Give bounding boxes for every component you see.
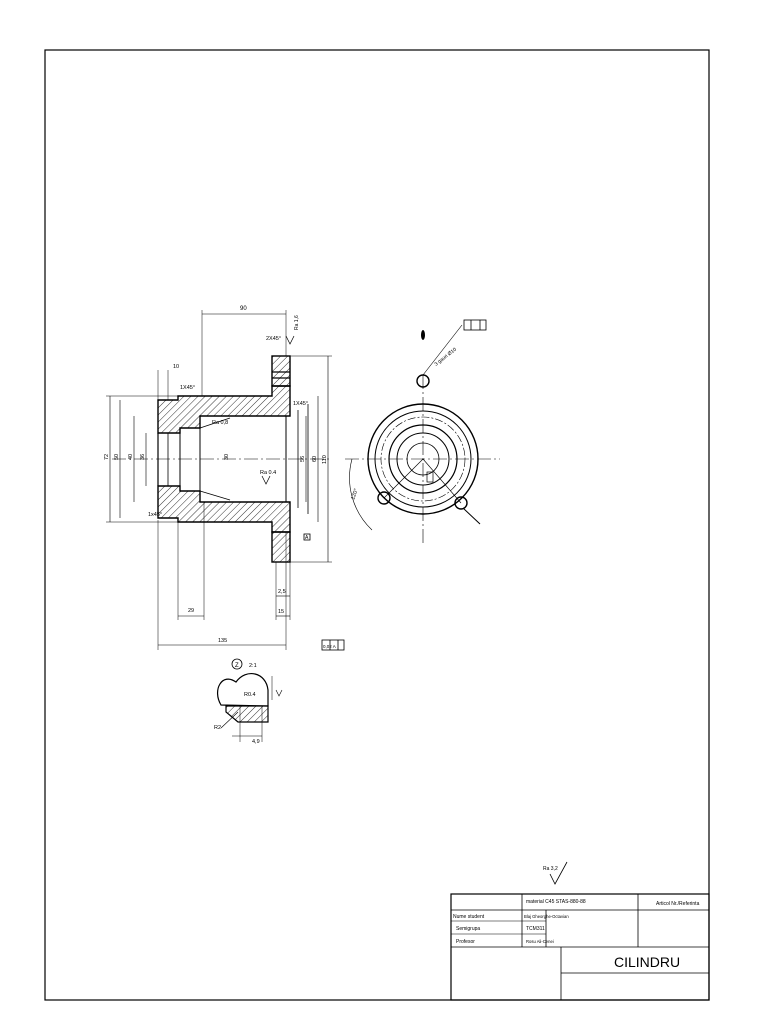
detail-label: Z (235, 663, 239, 669)
student-label: Nume student (453, 914, 485, 920)
dim-36: 36 (140, 454, 146, 460)
part-name: CILINDRU (614, 954, 680, 970)
detail-scale: 2:1 (249, 663, 257, 669)
tolerance-frame-bottom: 0,02 A (323, 644, 336, 649)
dim-90: 90 (240, 306, 247, 312)
front-view (345, 319, 500, 543)
material-label: material C45 STAS-880-88 (526, 899, 586, 905)
general-roughness: Ra 3,2 (543, 866, 558, 872)
dim-1x45-b: 1X45° (293, 401, 308, 407)
dim-2x45: 2X45° (266, 336, 281, 342)
dim-1x45-a: 1X45° (180, 385, 195, 391)
dim-30: 30 (224, 454, 230, 460)
rough-1-6: Ra 1,6 (294, 315, 300, 330)
student-name: Blaj Gheorghe-Octavian (524, 914, 569, 919)
article-label: Articol Nr./Referinta (656, 901, 700, 907)
dim-10: 10 (173, 364, 179, 370)
dim-40: 40 (128, 454, 134, 460)
dim-110: 110 (322, 455, 328, 464)
section-view (106, 310, 345, 651)
professor-name: Rosu Ali-Cenei (526, 939, 554, 944)
dim-135: 135 (218, 638, 227, 644)
dim-72: 72 (104, 454, 110, 460)
datum-a: A (305, 535, 309, 541)
angle-120: 120° (350, 488, 360, 501)
detail-view (216, 658, 283, 742)
title-block (450, 893, 710, 1001)
drawing-frame (44, 49, 710, 1001)
rough-0-4: Ra 0.4 (260, 470, 276, 476)
general-roughness-symbol (549, 861, 568, 885)
dim-1x45-c: 1x45° (148, 512, 162, 518)
group-label: Semigrupa (456, 926, 480, 932)
dim-56: 56 (300, 456, 306, 462)
detail-r2: R2 (214, 725, 221, 731)
dim-60: 60 (312, 456, 318, 462)
detail-r04: R0.4 (244, 692, 256, 698)
dim-15: 15 (278, 609, 284, 615)
rough-0-8: Ra 0,8 (212, 420, 228, 426)
detail-4-9: 4,9 (252, 739, 260, 745)
dim-50: 50 (114, 454, 120, 460)
group-value: TCM311 (526, 926, 545, 932)
dim-29: 29 (188, 608, 194, 614)
dim-2-5: 2,5 (278, 589, 286, 595)
professor-label: Profesor (456, 939, 475, 945)
